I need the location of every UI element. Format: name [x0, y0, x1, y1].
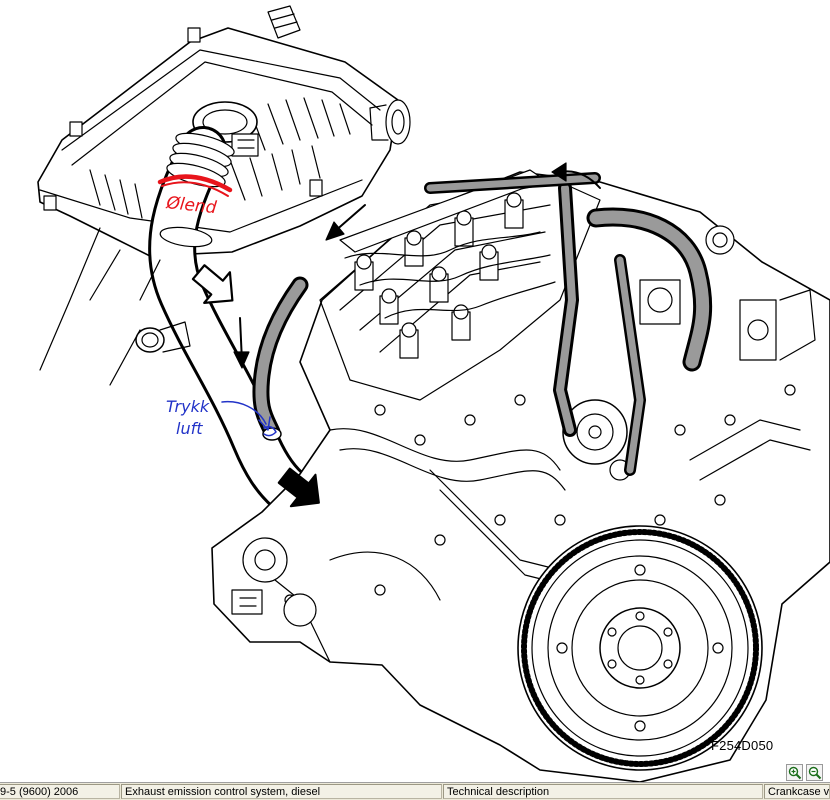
- hose-side-connector: [135, 321, 191, 353]
- zoom-out-button[interactable]: [806, 764, 823, 781]
- flywheel: [517, 525, 763, 771]
- air-box-side-outlet: [369, 99, 411, 145]
- figure-id-label: F254D050: [711, 738, 774, 753]
- lower-left-pulleys: [231, 537, 317, 627]
- fuel-injectors: [354, 192, 524, 359]
- flow-arrow-vent: [325, 204, 366, 241]
- air-filter-box: [37, 5, 411, 257]
- air-box-top-nozzle: [267, 5, 301, 39]
- flywheel-bolts: [556, 564, 724, 732]
- status-section: Exhaust emission control system, diesel: [121, 784, 442, 799]
- status-subsection: Crankcase ve: [764, 784, 830, 799]
- engine-diagram: Ølend Trykk luft: [37, 5, 830, 782]
- crankcase-vent-hose-right: [586, 207, 713, 372]
- status-bar: 9-5 (9600) 2006 Exhaust emission control…: [0, 782, 830, 800]
- diagram-area: Ølend Trykk luft F254D050: [37, 5, 830, 782]
- flow-arrow-solid: [277, 467, 320, 508]
- zoom-in-icon: [788, 766, 802, 780]
- red-annotation: Ølend: [157, 174, 233, 218]
- egr-valve: [639, 225, 816, 361]
- status-model: 9-5 (9600) 2006: [0, 784, 120, 799]
- flow-arrow-hollow: [191, 264, 234, 304]
- blue-annotation: Trykk luft: [166, 397, 277, 438]
- blue-annotation-line1: Trykk: [166, 397, 210, 416]
- crankcase-vent-pipe-center: [424, 172, 646, 476]
- zoom-in-button[interactable]: [786, 764, 803, 781]
- flow-arrow-hose: [233, 317, 250, 369]
- status-doc-type: Technical description: [443, 784, 763, 799]
- air-box-ribs: [89, 97, 351, 219]
- zoom-out-icon: [808, 766, 822, 780]
- blue-annotation-line2: luft: [176, 419, 203, 438]
- flow-arrow-top: [551, 162, 601, 189]
- crankcase-vent-hose-left: [252, 276, 309, 441]
- air-box-clips: [43, 27, 323, 211]
